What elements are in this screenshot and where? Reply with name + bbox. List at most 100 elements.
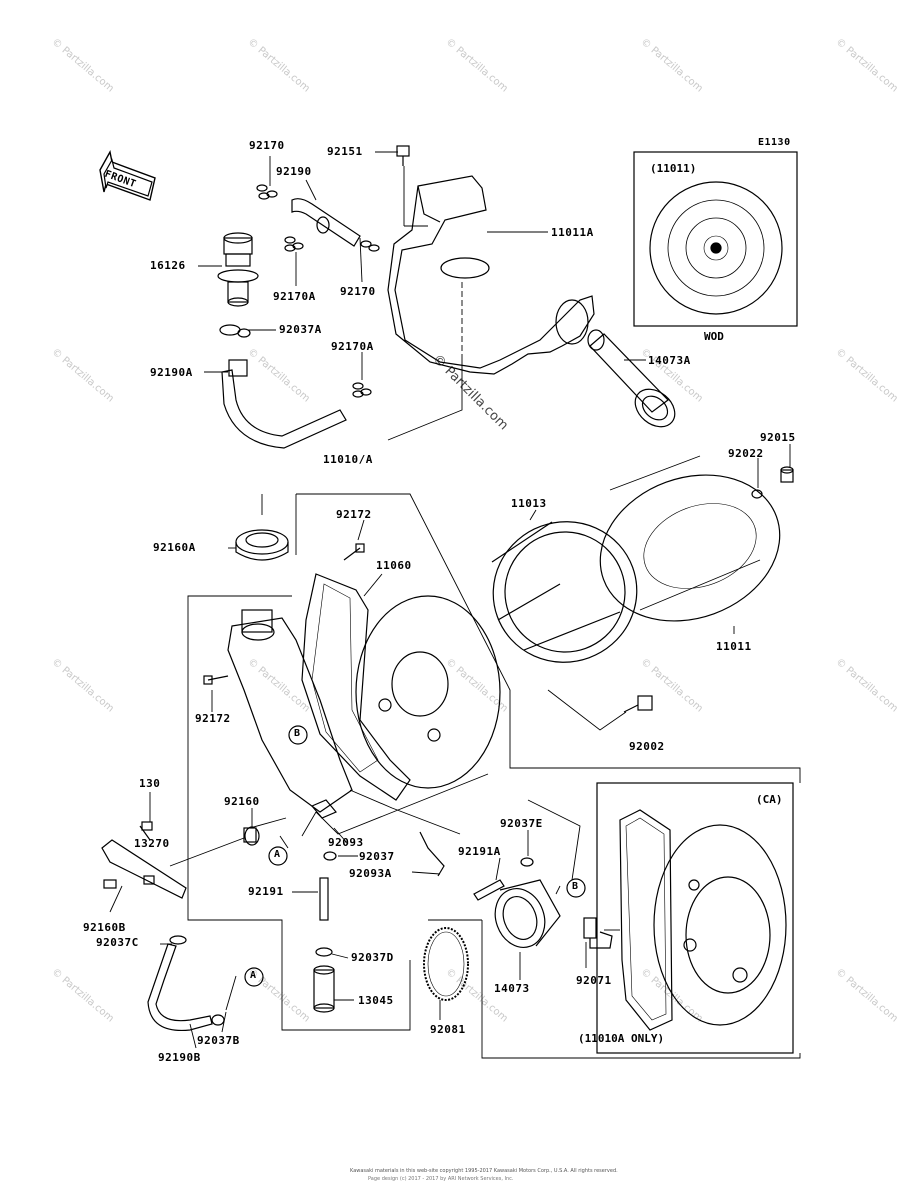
part-label: 13045 xyxy=(358,994,394,1007)
pipe-92191-icon xyxy=(319,877,329,921)
hose-92190a-icon xyxy=(221,369,347,449)
part-label: 92190 xyxy=(276,165,312,178)
housing-11011a-icon xyxy=(387,175,595,375)
washer-92022-icon xyxy=(751,489,763,499)
hose-92190b-icon xyxy=(147,943,213,1032)
tube-14073a-icon xyxy=(587,329,676,428)
part-label: 92022 xyxy=(728,447,764,460)
part-label: 92172 xyxy=(195,712,231,725)
part-label: 92037 xyxy=(359,850,395,863)
part-label: 16126 xyxy=(150,259,186,272)
part-label: 14073A xyxy=(648,354,691,367)
callout-b-label: B xyxy=(572,881,579,892)
band-92081-icon xyxy=(423,927,469,1001)
inset-bottom-title: (CA) xyxy=(756,793,783,806)
ca-backplate-icon xyxy=(583,809,787,1031)
part-label: 92170A xyxy=(273,290,316,303)
diagram-code: E1130 xyxy=(758,137,791,148)
part-label: 11060 xyxy=(376,559,412,572)
damper-92160b-icon xyxy=(103,879,117,889)
part-label: 92037C xyxy=(96,936,139,949)
leader-lines xyxy=(109,151,801,1059)
copyright-line: Page design (c) 2017 - 2017 by ARI Netwo… xyxy=(368,1176,514,1182)
grommet-92160-icon xyxy=(243,826,260,846)
callout-b-label: B xyxy=(294,728,301,739)
clamp-92037e-icon xyxy=(520,857,534,867)
clamp-92037b-icon xyxy=(211,1014,225,1026)
clip-92170-mid-icon xyxy=(360,240,380,252)
inset-ca-frame xyxy=(596,782,794,1054)
clamp-92037c-icon xyxy=(169,935,187,945)
valve-16126-icon xyxy=(217,232,259,307)
part-label: 92093A xyxy=(349,867,392,880)
clip-92093-icon xyxy=(311,799,337,819)
screw-92172-low-icon xyxy=(203,675,229,685)
part-label: 92191A xyxy=(458,845,501,858)
part-label: 92172 xyxy=(336,508,372,521)
filter-11013-icon xyxy=(491,521,638,663)
part-label: 92037E xyxy=(500,817,543,830)
part-label: 92170 xyxy=(340,285,376,298)
clamp-92037d-icon xyxy=(315,947,333,957)
part-label: 92037D xyxy=(351,951,394,964)
front-arrow-icon xyxy=(99,149,156,201)
part-label: 92191 xyxy=(248,885,284,898)
callout-b-upper xyxy=(288,725,308,745)
clip-92170a-low-icon xyxy=(352,382,372,398)
duct-icon xyxy=(227,609,353,813)
hose-92190-icon xyxy=(291,198,361,247)
part-label: 92002 xyxy=(629,740,665,753)
nut-92015-icon xyxy=(780,466,794,483)
clamp-92037a-icon xyxy=(219,324,241,336)
part-label: 92170 xyxy=(249,139,285,152)
grommet-92160a-icon xyxy=(235,529,289,561)
bolt-130-icon xyxy=(139,821,155,885)
screw-92172-top-icon xyxy=(343,543,365,561)
part-label: 92160A xyxy=(153,541,196,554)
tube-14073-icon xyxy=(494,879,561,948)
inset-bottom-caption: (11010A ONLY) xyxy=(578,1032,665,1045)
part-label: 92170A xyxy=(331,340,374,353)
bolt-92002-icon xyxy=(623,695,653,713)
callout-a-left xyxy=(268,846,288,866)
part-label: 92037A xyxy=(279,323,322,336)
bolt-92151-icon xyxy=(396,145,410,166)
part-label: 92190B xyxy=(158,1051,201,1064)
part-label: 11013 xyxy=(511,497,547,510)
callout-a-lower xyxy=(244,967,264,987)
callout-b-lower xyxy=(566,878,586,898)
part-label: 11011 xyxy=(716,640,752,653)
clip-92170a-icon xyxy=(284,236,304,252)
pin-92093a-icon xyxy=(419,831,445,877)
part-label: 92160B xyxy=(83,921,126,934)
inset-top-title: (11011) xyxy=(650,162,697,175)
part-label: 92071 xyxy=(576,974,612,987)
part-label: 92015 xyxy=(760,431,796,444)
backplate-11060-icon xyxy=(301,573,501,801)
copyright-line: Kawasaki materials in this web-site copy… xyxy=(350,1168,618,1174)
part-label: 92160 xyxy=(224,795,260,808)
inset-top-caption: WOD xyxy=(704,330,724,343)
inset-11011-frame xyxy=(633,151,798,327)
part-label: 130 xyxy=(139,777,161,790)
callout-a-label: A xyxy=(274,849,281,860)
pipe-92191a-icon xyxy=(473,879,505,901)
part-label: 92190A xyxy=(150,366,193,379)
bracket-13270-icon xyxy=(101,839,187,899)
part-label: 14073 xyxy=(494,982,530,995)
part-label: 11010/A xyxy=(323,453,373,466)
part-label: 92151 xyxy=(327,145,363,158)
part-label: 13270 xyxy=(134,837,170,850)
cap-13045-icon xyxy=(313,965,335,1013)
part-label: 11011A xyxy=(551,226,594,239)
cover-11011-icon xyxy=(599,455,781,622)
clamp-92037-icon xyxy=(323,851,337,861)
part-label: 92037B xyxy=(197,1034,240,1047)
part-label: 92093 xyxy=(328,836,364,849)
wod-filter-icon xyxy=(649,181,783,315)
part-label: 92081 xyxy=(430,1023,466,1036)
hose-end-icon xyxy=(316,216,330,234)
clip-92170-icon xyxy=(256,184,278,200)
